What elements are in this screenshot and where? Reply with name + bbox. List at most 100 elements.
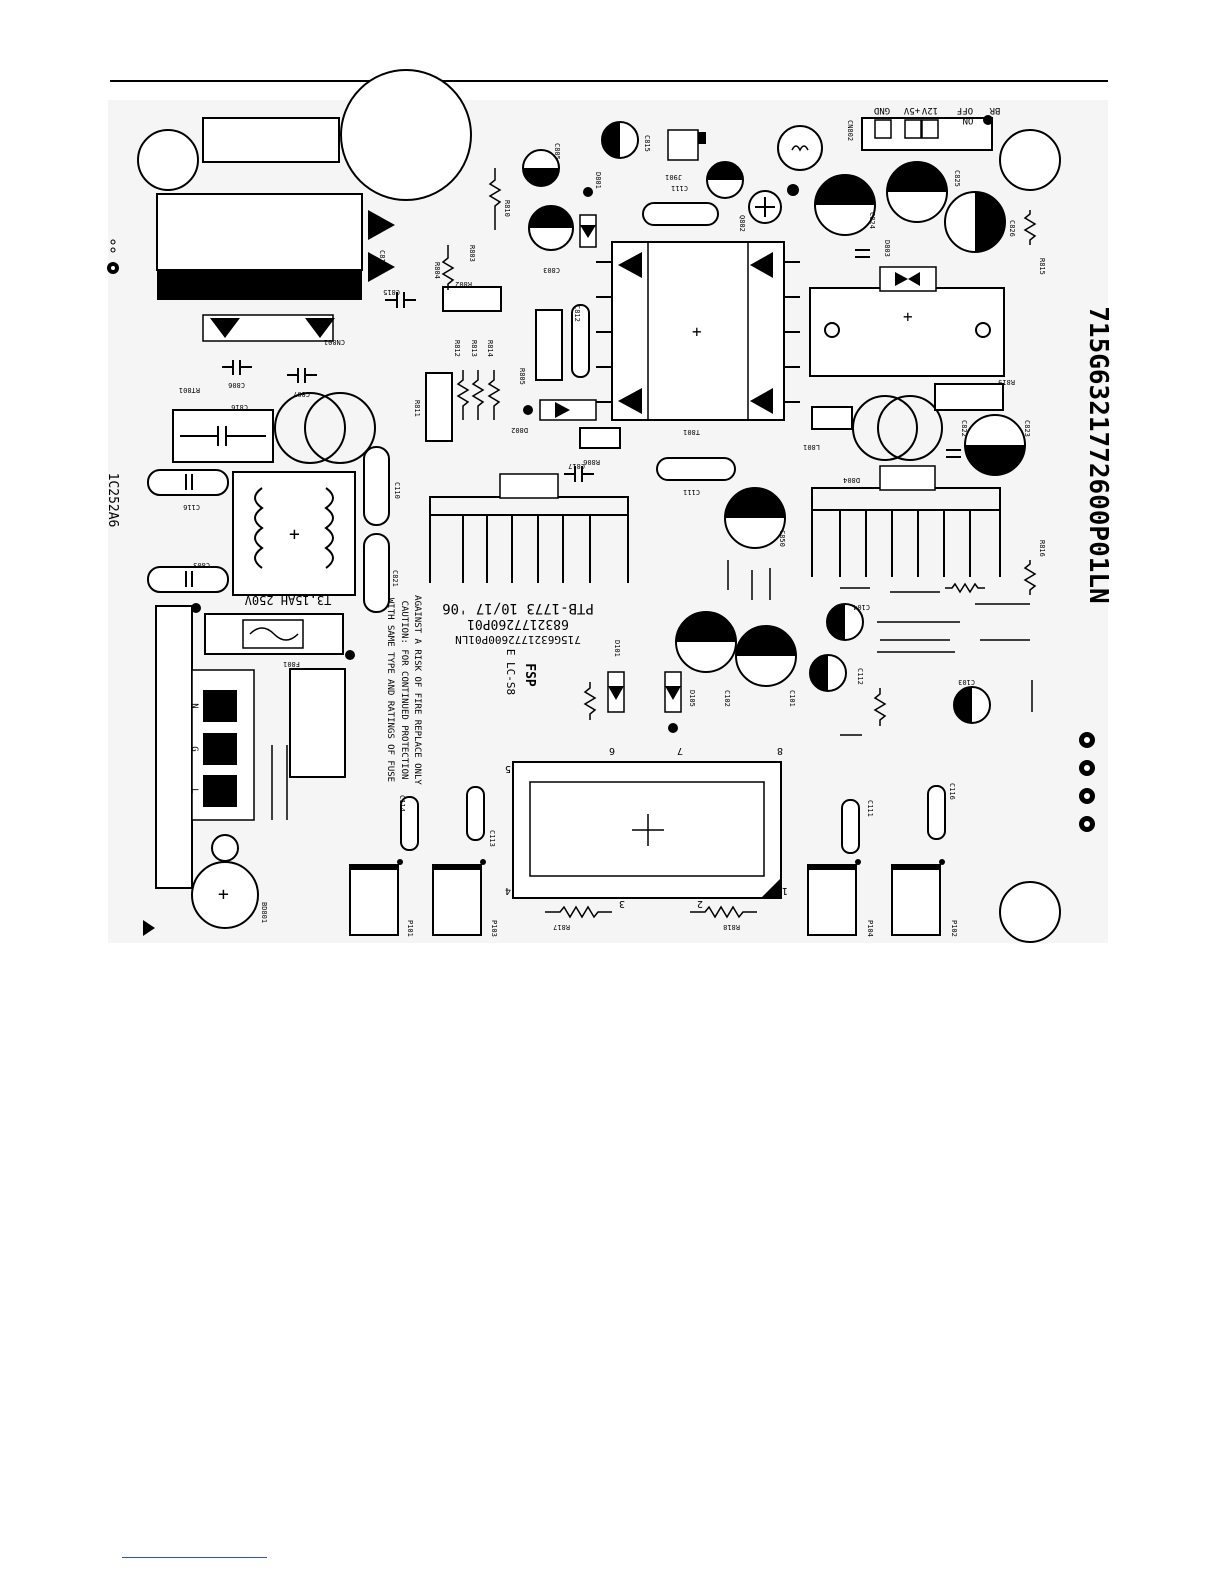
silkscreen-designator: C816 xyxy=(231,403,248,411)
cap-block xyxy=(289,668,346,778)
silkscreen-designator: CN801 xyxy=(324,338,345,346)
silkscreen-designator: C111 xyxy=(866,800,874,817)
board-part-number: 715G6321772600P01LN xyxy=(1083,306,1113,603)
silkscreen-designator: 7 xyxy=(677,745,683,756)
silkscreen-designator: D105 xyxy=(688,690,696,707)
footer-link-underline[interactable] xyxy=(122,1557,267,1558)
y-capacitor-vertical xyxy=(363,446,390,526)
silkscreen-designator: C116 xyxy=(183,503,200,511)
silkscreen-designator: D801 xyxy=(594,172,602,189)
silkscreen-designator: P101 xyxy=(406,920,414,937)
toroid-ring xyxy=(274,392,346,464)
silkscreen-designator: 3 xyxy=(619,898,625,909)
ac-pin-n xyxy=(203,690,237,722)
silkscreen-designator: R806 xyxy=(583,458,600,466)
off-label: OFF xyxy=(957,105,973,115)
silkscreen-designator: R805 xyxy=(518,368,526,385)
silkscreen-designator: C111 xyxy=(683,488,700,496)
silkscreen-designator: T801 xyxy=(683,428,700,436)
warning-line-2: AGAINST A RISK OF FIRE REPLACE ONLY xyxy=(412,595,422,785)
ac-g-label: G xyxy=(189,746,199,751)
silkscreen-designator: P102 xyxy=(950,920,958,937)
mounting-hole-top-left xyxy=(137,129,199,191)
diode-symbol xyxy=(305,318,335,338)
silkscreen-designator: 4 xyxy=(505,885,511,896)
silkscreen-designator: P103 xyxy=(490,920,498,937)
silkscreen-designator: + xyxy=(903,307,913,326)
silkscreen-designator: R813 xyxy=(470,340,478,357)
cap-c805 xyxy=(287,368,317,383)
silkscreen-designator: C822 xyxy=(960,420,968,437)
silkscreen-designator: C104 xyxy=(853,603,870,611)
revision-label: PTB-1773 10/17 '06 xyxy=(442,600,594,616)
component-block xyxy=(202,117,340,163)
silkscreen-designator: C803 xyxy=(543,266,560,274)
silkscreen-designator: J901 xyxy=(665,173,682,181)
silkscreen-designator: C821 xyxy=(391,570,399,587)
heatsink-fill xyxy=(157,270,362,300)
silkscreen-designator: L801 xyxy=(803,443,820,451)
line-filter-choke xyxy=(232,471,356,596)
silkscreen-designator: C112 xyxy=(856,668,864,685)
code-label: 1C252A6 xyxy=(105,473,120,528)
silkscreen-designator: C812 xyxy=(573,305,581,322)
ac-l-label: L xyxy=(189,788,199,793)
mounting-hole-top-right xyxy=(999,129,1061,191)
silkscreen-designator: R816 xyxy=(1038,540,1046,557)
silkscreen-designator: C823 xyxy=(1023,420,1031,437)
silkscreen-designator: R819 xyxy=(998,378,1015,386)
silkscreen-designator: C826 xyxy=(1008,220,1016,237)
silkscreen-designator: R811 xyxy=(413,400,421,417)
silkscreen-designator: R803 xyxy=(468,245,476,262)
silkscreen-designator: C825 xyxy=(953,170,961,187)
silkscreen-designator: + xyxy=(692,322,702,341)
diode-symbol xyxy=(210,318,240,338)
bridge-rectifier-block xyxy=(809,287,1005,377)
ac-n-label: N xyxy=(189,703,199,708)
heatsink-block xyxy=(156,193,363,271)
sub-part-label: 6832177260P01 xyxy=(467,616,569,631)
y-capacitor xyxy=(147,469,229,496)
warning-line-1: CAUTION: FOR CONTINUED PROTECTION xyxy=(399,601,409,780)
maker-label: FSP xyxy=(522,663,537,687)
silkscreen-designator: R804 xyxy=(433,262,441,279)
silkscreen-designator: C101 xyxy=(788,690,796,707)
silkscreen-designator: C102 xyxy=(723,690,731,707)
silkscreen-designator: D803 xyxy=(883,240,891,257)
silkscreen-designator: D101 xyxy=(613,640,621,657)
silkscreen-designator: R817 xyxy=(553,923,570,931)
br-label: BR xyxy=(989,105,1000,115)
silkscreen-designator: BD801 xyxy=(260,902,268,923)
silkscreen-designator: C815 xyxy=(643,135,651,152)
silkscreen-designator: P104 xyxy=(866,920,874,937)
page-top-rule xyxy=(110,80,1108,82)
silkscreen-designator: R802 xyxy=(455,280,472,288)
silkscreen-designator: + xyxy=(289,524,300,545)
mounting-hole-bottom-right xyxy=(999,881,1061,943)
silkscreen-designator: C817 xyxy=(568,462,585,470)
silkscreen-designator: C116 xyxy=(948,783,956,800)
silkscreen-designator: C850 xyxy=(778,530,786,547)
toroid-ring xyxy=(877,395,943,461)
silkscreen-designator: C824 xyxy=(868,212,876,229)
pin-gnd-label: GND xyxy=(874,105,890,115)
bulk-capacitor-outline xyxy=(340,69,472,201)
fuse-rating-label: T3.15AH 250V xyxy=(245,593,332,607)
part-number-label: 715G6321772600P01LN xyxy=(1083,306,1113,603)
cap-c815 xyxy=(385,292,416,308)
silkscreen-designator: F801 xyxy=(283,660,300,668)
pin-5v-label: +5V xyxy=(903,105,920,115)
silkscreen-designator: RT801 xyxy=(179,386,200,394)
silkscreen-designator: C103 xyxy=(958,678,975,686)
pin-12v-label: 12V xyxy=(921,105,938,115)
electrolytic-caps xyxy=(522,121,1026,724)
diode-arrow xyxy=(368,252,395,282)
on-label: ON xyxy=(963,115,974,125)
silkscreen-designator: R815 xyxy=(1038,258,1046,275)
diode-arrow xyxy=(368,210,395,240)
silkscreen-designator: D802 xyxy=(511,426,528,434)
toroid-ring xyxy=(304,392,376,464)
silkscreen-designator: C114 xyxy=(398,795,406,812)
sub-part2-label: 715G6321772600P01LN xyxy=(455,633,581,646)
